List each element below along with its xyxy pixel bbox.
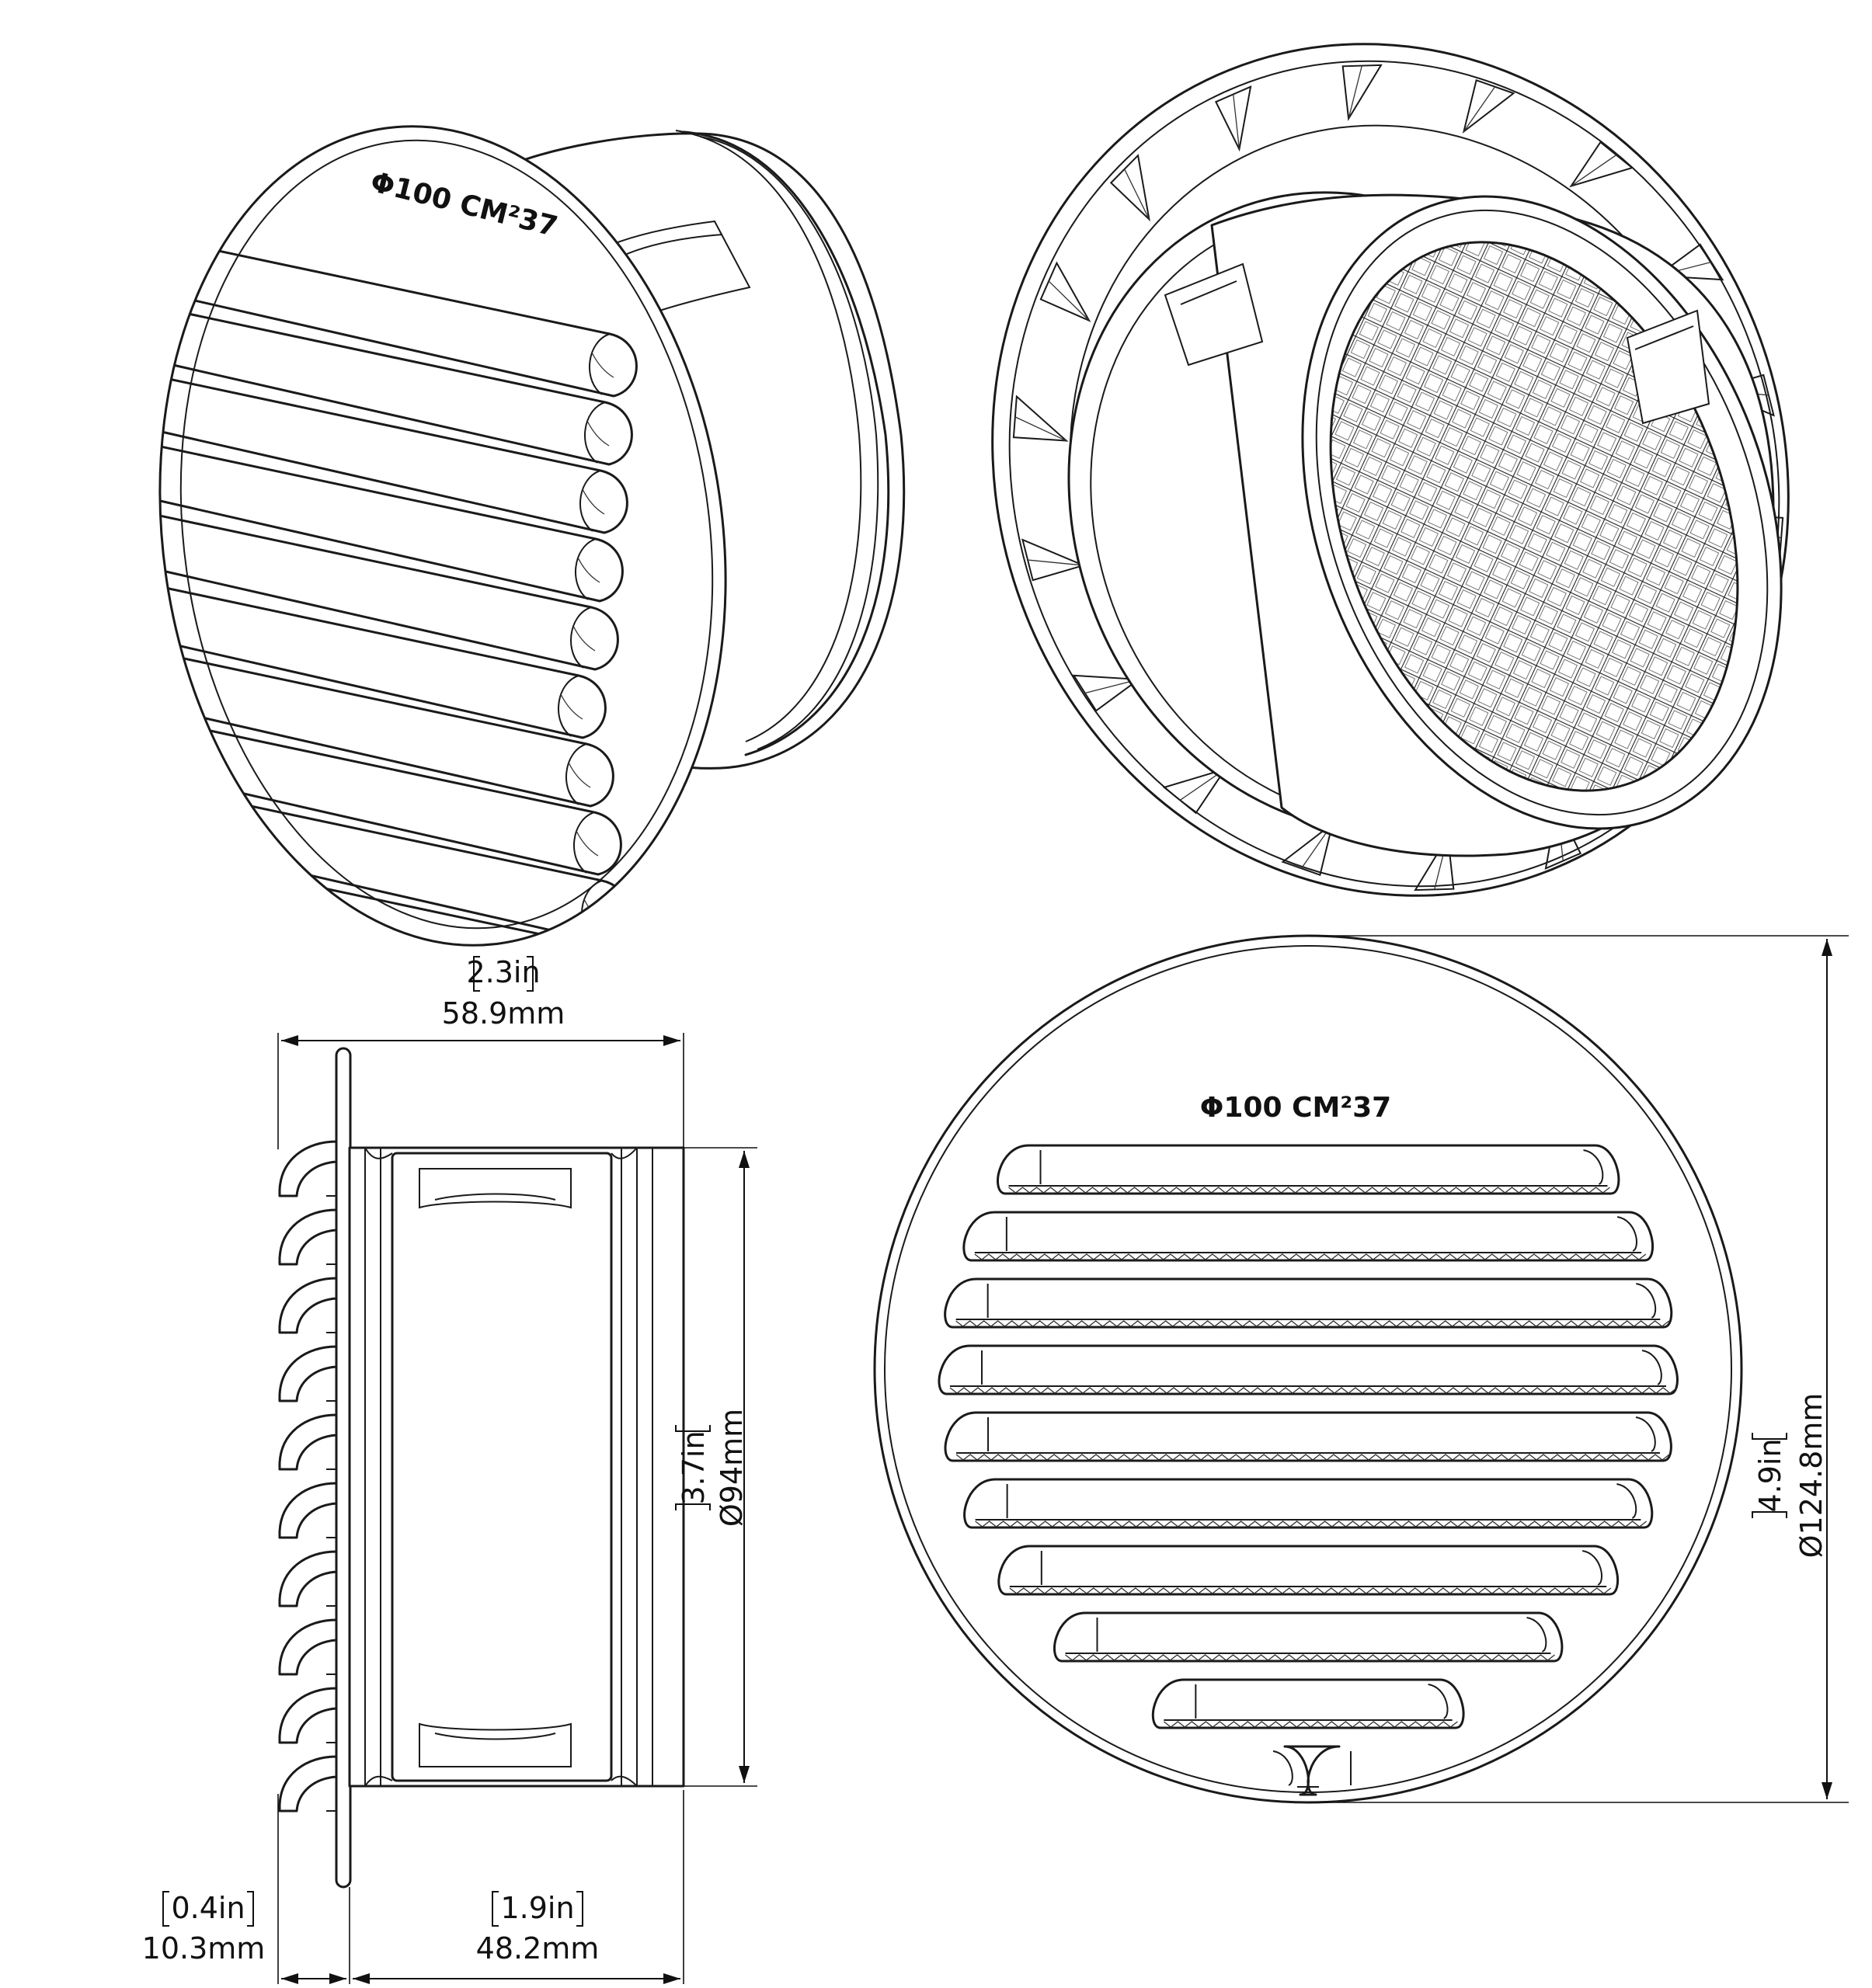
front-louver <box>938 1344 1679 1395</box>
face-diameter-imperial: 4.9in <box>1753 1438 1787 1512</box>
side-louver <box>278 1482 338 1539</box>
rear-rib <box>1214 85 1252 152</box>
side-louver <box>278 1140 338 1197</box>
side-view: 2.3in 58.9mm 0.4in 10.3mm 1.9in 48.2mm 3… <box>142 955 757 1984</box>
flange-depth-metric: 10.3mm <box>142 1931 266 1965</box>
rear-rib <box>1021 538 1086 582</box>
width-total-imperial: 2.3in <box>466 955 540 989</box>
spigot-length-imperial: 1.9in <box>500 1891 574 1925</box>
front-isometric-view: Φ100 CM²37 <box>121 125 906 982</box>
front-louver <box>997 1144 1620 1195</box>
rear-rib <box>1109 154 1150 222</box>
front-louver <box>963 1478 1654 1529</box>
rear-rib <box>1462 79 1515 134</box>
side-louver <box>278 1618 338 1676</box>
rear-rib <box>1039 261 1091 322</box>
spigot-diameter-metric: Ø94mm <box>715 1409 749 1527</box>
rear-rib <box>1341 64 1383 121</box>
front-view: Φ100 CM²37 4.9in Ø124.8mm <box>873 934 1849 1804</box>
front-louver <box>1151 1678 1465 1729</box>
front-louver <box>1053 1611 1564 1663</box>
front-louver <box>997 1545 1620 1596</box>
side-louver <box>278 1277 338 1334</box>
side-louver <box>278 1687 338 1744</box>
front-louver <box>944 1411 1672 1462</box>
rear-isometric-view <box>991 43 1790 897</box>
face-diameter-metric: Ø124.8mm <box>1794 1393 1829 1559</box>
spigot-diameter-imperial: 3.7in <box>677 1430 711 1504</box>
side-louver <box>278 1755 338 1812</box>
front-louver <box>962 1211 1655 1262</box>
spigot-length-metric: 48.2mm <box>476 1931 600 1965</box>
front-louver <box>1272 1745 1352 1796</box>
rear-rib <box>1012 394 1069 442</box>
front-louver <box>944 1277 1673 1329</box>
rear-rib <box>1569 141 1634 188</box>
side-louver <box>278 1208 338 1266</box>
side-louver <box>278 1413 338 1471</box>
front-product-marking: Φ100 CM²37 <box>1200 1092 1391 1124</box>
side-louver <box>278 1345 338 1402</box>
side-louver <box>278 1550 338 1607</box>
width-total-metric: 58.9mm <box>442 996 565 1030</box>
flange-depth-imperial: 0.4in <box>171 1891 245 1925</box>
